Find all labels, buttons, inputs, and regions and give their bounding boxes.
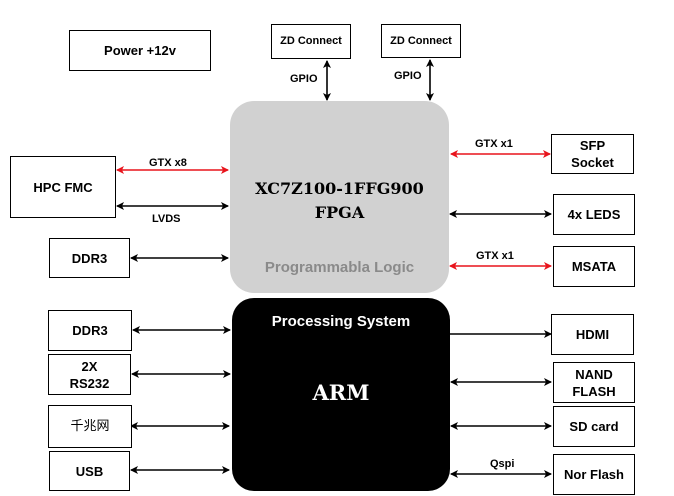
hdmi-box: HDMI xyxy=(551,314,634,355)
gigabit-ethernet-box: 千兆网 xyxy=(48,405,132,448)
nor-flash-box: Nor Flash xyxy=(553,454,635,495)
hpc-fmc-box: HPC FMC xyxy=(10,156,116,218)
power-label: Power +12v xyxy=(104,43,176,58)
gpio-label-2: GPIO xyxy=(394,70,422,82)
sfp-gtx-label: GTX x1 xyxy=(475,138,513,150)
ddr3-ps-box: DDR3 xyxy=(48,310,132,351)
nand-flash-box: NAND FLASH xyxy=(553,362,635,403)
qspi-label: Qspi xyxy=(490,458,515,470)
fpga-block: XC7Z100-1FFG900 FPGA Programmabla Logic xyxy=(230,101,449,293)
sd-card-label: SD card xyxy=(569,419,619,434)
lvds-label: LVDS xyxy=(152,213,181,225)
sfp-socket-box: SFP Socket xyxy=(551,134,634,174)
rs232-box: 2X RS232 xyxy=(48,354,131,395)
msata-gtx-label: GTX x1 xyxy=(476,250,514,262)
leds-box: 4x LEDS xyxy=(553,194,635,235)
fpga-subtitle: Programmabla Logic xyxy=(264,259,415,276)
power-box: Power +12v xyxy=(69,30,211,71)
zd-connect-box-1: ZD Connect xyxy=(271,24,351,59)
arm-subtitle: Processing System xyxy=(271,313,411,330)
zd-connect-label-2: ZD Connect xyxy=(390,34,452,47)
sfp-label-line2: Socket xyxy=(571,155,614,170)
hpc-fmc-label: HPC FMC xyxy=(33,179,93,195)
rs232-label-line2: RS232 xyxy=(69,375,110,391)
ddr3-ps-label: DDR3 xyxy=(72,323,108,338)
msata-label: MSATA xyxy=(571,259,617,274)
usb-box: USB xyxy=(49,451,130,491)
gpio-label-1: GPIO xyxy=(290,73,318,85)
sfp-label-line1: SFP xyxy=(579,138,606,153)
fpga-type: FPGA xyxy=(314,203,365,222)
rs232-label-line1: 2X xyxy=(81,358,98,374)
fpga-title: XC7Z100-1FFG900 FPGA xyxy=(230,177,449,225)
arm-title: ARM xyxy=(312,380,370,405)
usb-label: USB xyxy=(75,463,104,479)
gigabit-ethernet-label: 千兆网 xyxy=(70,419,110,434)
zd-connect-label-1: ZD Connect xyxy=(280,35,342,47)
nand-label-line2: FLASH xyxy=(572,383,616,399)
zd-connect-box-2: ZD Connect xyxy=(381,24,461,58)
ddr3-pl-box: DDR3 xyxy=(49,238,130,278)
leds-label: 4x LEDS xyxy=(567,207,621,222)
ddr3-pl-label: DDR3 xyxy=(71,250,108,266)
nor-flash-label: Nor Flash xyxy=(564,467,624,482)
sd-card-box: SD card xyxy=(553,406,635,447)
msata-box: MSATA xyxy=(553,246,635,287)
arm-block: Processing System ARM xyxy=(232,298,450,491)
hdmi-label: HDMI xyxy=(575,327,610,342)
gtx-x8-label: GTX x8 xyxy=(149,157,187,169)
nand-label-line1: NAND xyxy=(575,366,613,382)
fpga-part-number: XC7Z100-1FFG900 xyxy=(255,179,424,198)
